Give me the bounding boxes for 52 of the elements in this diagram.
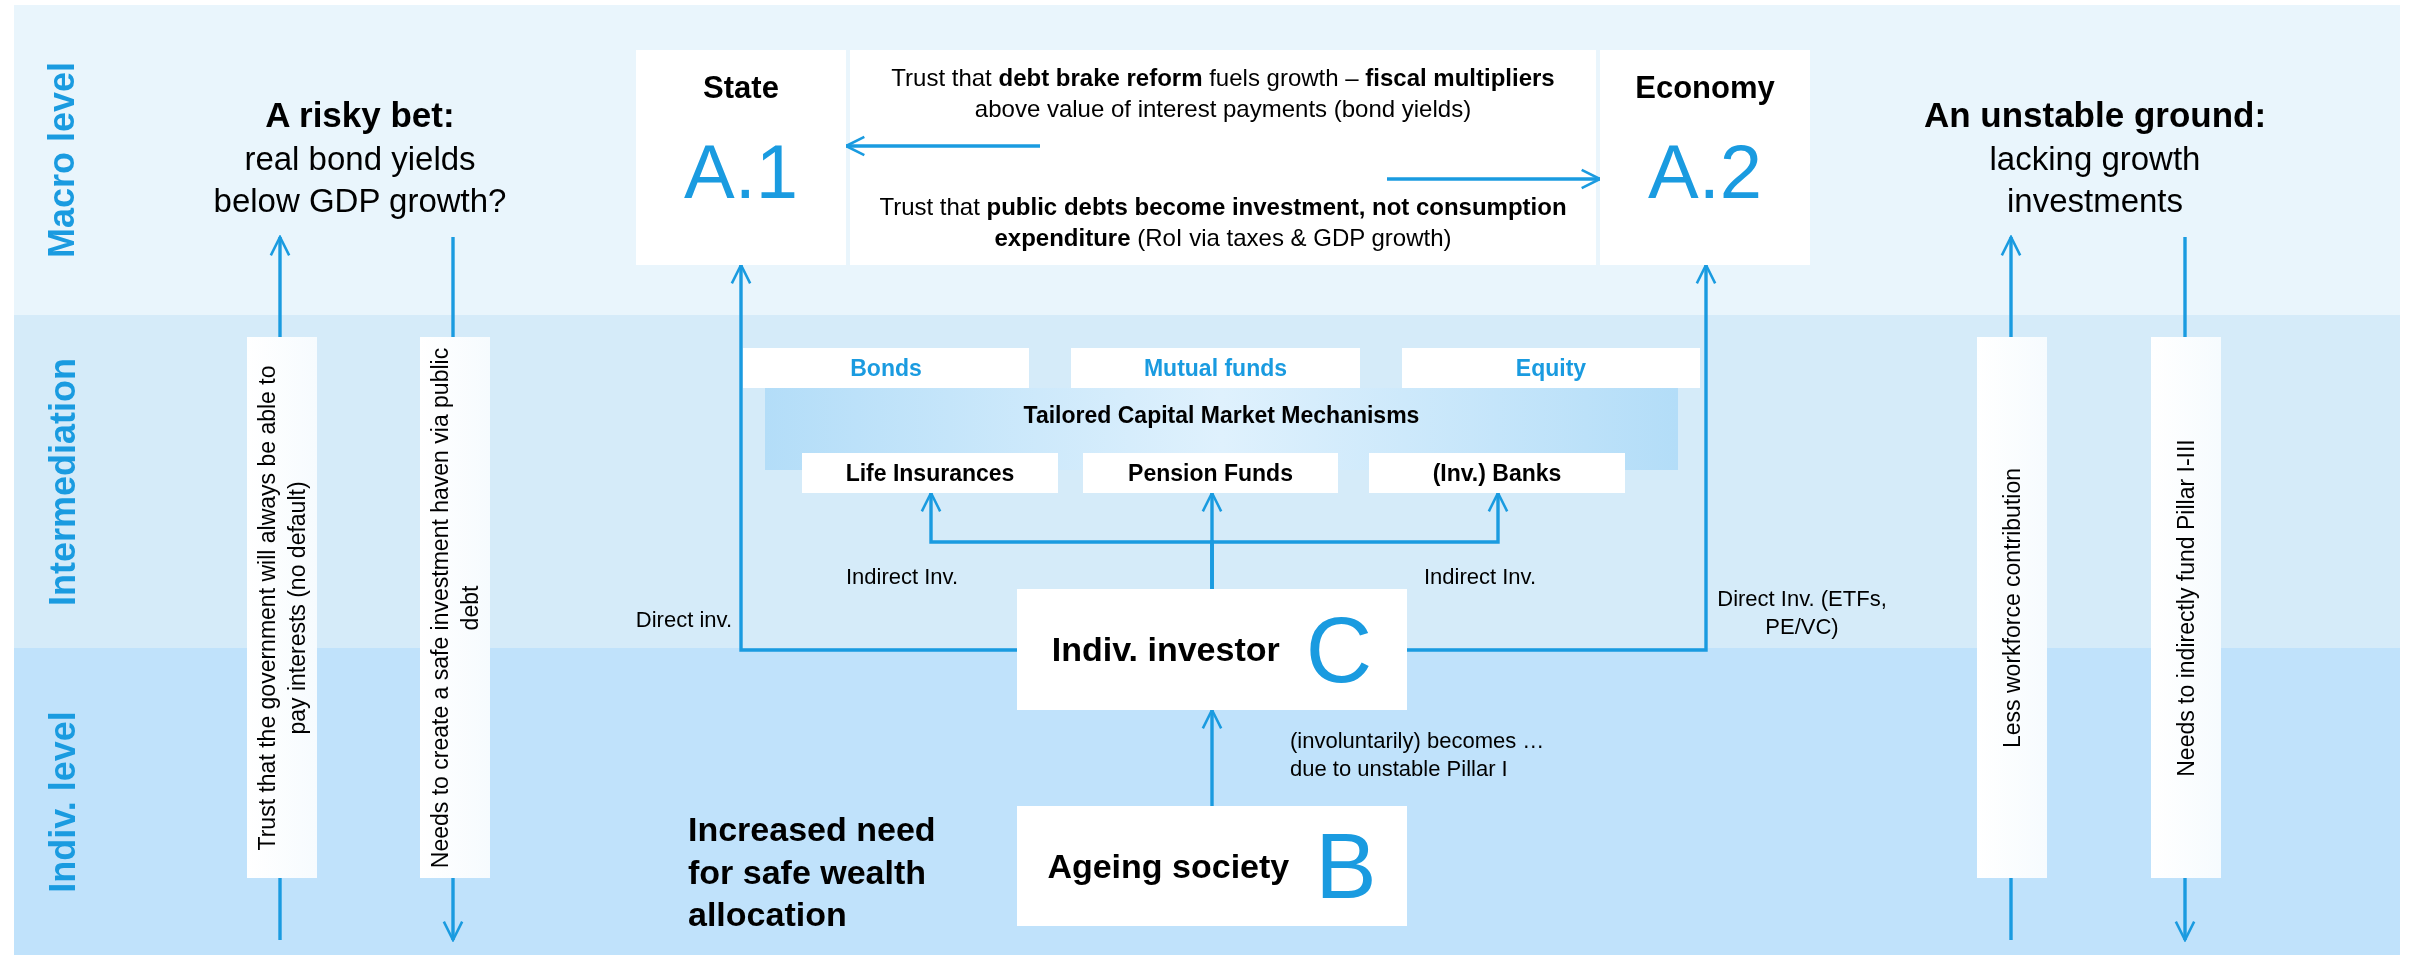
note-box (247, 337, 317, 878)
note-text: Less workforce contribution (1997, 466, 2026, 750)
connector-line (2183, 237, 2187, 337)
card-title: State (702, 70, 780, 106)
actor-card (1017, 589, 1407, 710)
note-text: Needs to create a safe investment haven via public debt (425, 347, 483, 868)
statement-card (850, 50, 1596, 265)
actor-code: C (1305, 603, 1373, 696)
institution-box: (Inv.) Banks (1369, 453, 1625, 493)
arrow (2174, 878, 2196, 942)
card-title: Economy (1634, 70, 1776, 106)
band-label: Indiv. level (40, 709, 83, 895)
institution-box: Pension Funds (1083, 453, 1338, 493)
arrow (1407, 263, 1717, 652)
note-box (420, 337, 490, 878)
note-text: Trust that the government will always be able to pay interests (no default) (252, 364, 311, 852)
arrow (1210, 491, 1509, 589)
arrow (2000, 235, 2022, 337)
arrow (1201, 708, 1223, 806)
statement-text: Trust that public debts become investment, not consumption expenditure (RoI via taxes & GDP growth) (878, 191, 1568, 253)
level-band (14, 5, 2400, 315)
arrow (844, 135, 1040, 157)
card-code: A.1 (682, 128, 800, 215)
connector-line (451, 237, 455, 337)
category-tab: Mutual funds (1071, 348, 1360, 388)
note-box (1977, 337, 2047, 878)
category-tab: Equity (1402, 348, 1700, 388)
actor-card (636, 50, 846, 265)
actor-code: B (1315, 820, 1377, 912)
category-tab: Bonds (743, 348, 1029, 388)
heading-subtitle: lacking growth investments (1988, 138, 2202, 222)
arrow (269, 235, 291, 337)
actor-name: Ageing society (1047, 846, 1290, 886)
actor-card (1600, 50, 1810, 265)
statement-text: Trust that debt brake reform fuels growth – fiscal multipliers above value of interest payments (bond yields) (890, 63, 1556, 125)
note-text: Increased need for safe wealth allocation (688, 809, 937, 935)
note-text: Needs to indirectly fund Pillar I-III (2171, 437, 2200, 779)
actor-name: Indiv. investor (1051, 630, 1280, 669)
connector-line (278, 878, 282, 940)
band-label: Macro level (40, 60, 83, 261)
connector-line (2009, 878, 2013, 940)
actor-card (1017, 806, 1407, 926)
card-code: A.2 (1646, 128, 1764, 215)
heading-title: A risky bet: (264, 94, 456, 136)
heading-subtitle: real bond yields below GDP growth? (212, 138, 508, 222)
note-box (2151, 337, 2221, 878)
arrow (1387, 168, 1602, 190)
heading-title: An unstable ground: (1922, 94, 2268, 136)
arrow (442, 878, 464, 942)
band-label: Intermediation (40, 356, 83, 608)
institution-box: Life Insurances (802, 453, 1058, 493)
arrow (730, 263, 1017, 652)
